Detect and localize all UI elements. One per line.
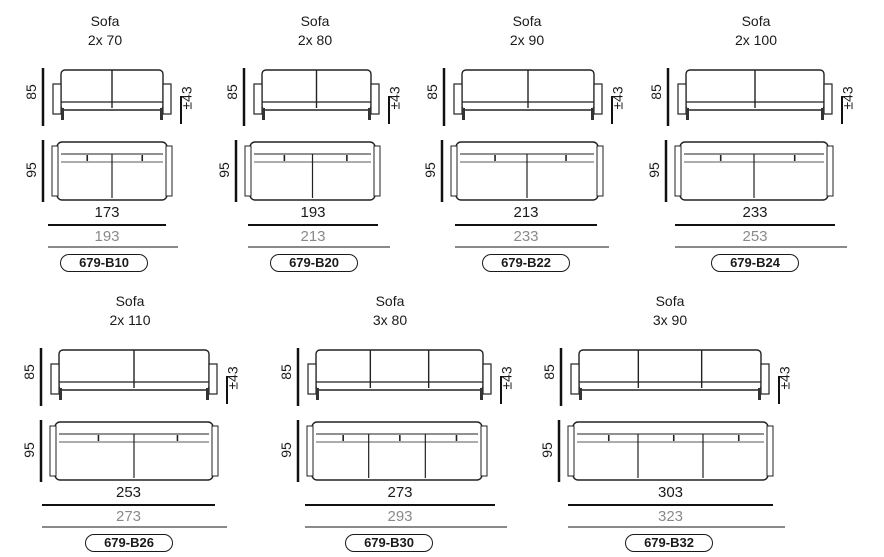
height-dimension: 85 [647, 84, 664, 100]
model-title: Sofa [90, 13, 120, 29]
depth-dimension: 95 [215, 162, 232, 178]
sofa-plan-view [440, 140, 604, 202]
product-code-badge[interactable]: 679-B20 [270, 254, 358, 272]
width-measure-line [675, 224, 835, 226]
width-measure-line [455, 224, 597, 226]
depth-dimension: 95 [645, 162, 662, 178]
model-size: 2x 70 [87, 32, 123, 48]
width-measure-line [42, 504, 215, 506]
outer-width-measure-line [248, 246, 390, 248]
sofa-plan-view [296, 420, 488, 482]
depth-dimension: 95 [20, 442, 37, 458]
width-dimension: 253 [115, 484, 142, 501]
product-code-badge[interactable]: 679-B30 [345, 534, 433, 552]
model-size: 3x 80 [372, 312, 408, 328]
model-title: Sofa [741, 13, 771, 29]
width-dimension: 173 [94, 204, 120, 221]
outer-width-measure-line [568, 526, 785, 528]
product-code-badge[interactable]: 679-B10 [60, 254, 148, 272]
sofa-plan-view [39, 420, 219, 482]
outer-width-dimension: 323 [657, 508, 684, 525]
sofa-plan-view [234, 140, 381, 202]
sofa-front-view [666, 68, 843, 126]
sofa-front-view [296, 348, 502, 406]
depth-dimension: 95 [22, 162, 39, 178]
sofa-front-view [559, 348, 780, 406]
width-dimension: 303 [657, 484, 684, 501]
model-size: 2x 90 [509, 32, 545, 48]
height-dimension: 85 [223, 84, 240, 100]
depth-dimension: 95 [538, 442, 555, 458]
sofa-front-view [41, 68, 182, 126]
outer-width-dimension: 293 [387, 508, 413, 525]
width-dimension: 233 [742, 204, 768, 221]
model-size: 3x 90 [652, 312, 688, 328]
height-dimension: 85 [277, 364, 294, 380]
height-dimension: 85 [20, 364, 37, 380]
sofa-front-view [39, 348, 228, 406]
model-size: 2x 110 [109, 312, 151, 328]
outer-width-measure-line [48, 246, 178, 248]
width-measure-line [305, 504, 495, 506]
width-measure-line [248, 224, 378, 226]
depth-dimension: 95 [277, 442, 294, 458]
product-code-badge[interactable]: 679-B22 [482, 254, 570, 272]
outer-width-measure-line [455, 246, 609, 248]
width-dimension: 273 [387, 484, 413, 501]
product-code-badge[interactable]: 679-B24 [711, 254, 799, 272]
model-title: Sofa [655, 293, 685, 309]
sofa-plan-view [41, 140, 173, 202]
width-dimension: 213 [513, 204, 539, 221]
height-dimension: 85 [22, 84, 39, 100]
model-title: Sofa [115, 293, 145, 309]
model-size: 2x 100 [734, 32, 778, 48]
outer-width-dimension: 253 [742, 228, 768, 245]
width-measure-line [568, 504, 773, 506]
outer-width-measure-line [305, 526, 507, 528]
width-dimension: 193 [300, 204, 326, 221]
model-title: Sofa [375, 293, 405, 309]
sofa-front-view [442, 68, 613, 126]
product-code-badge[interactable]: 679-B32 [625, 534, 713, 552]
height-dimension: 85 [423, 84, 440, 100]
outer-width-dimension: 213 [300, 228, 326, 245]
model-title: Sofa [512, 13, 542, 29]
outer-width-dimension: 193 [94, 228, 120, 245]
sofa-front-view [242, 68, 390, 126]
outer-width-dimension: 273 [115, 508, 142, 525]
sofa-plan-view [557, 420, 774, 482]
model-title: Sofa [300, 13, 330, 29]
model-size: 2x 80 [297, 32, 333, 48]
depth-dimension: 95 [421, 162, 438, 178]
outer-width-measure-line [42, 526, 227, 528]
sofa-plan-view [664, 140, 834, 202]
width-measure-line [48, 224, 166, 226]
height-dimension: 85 [540, 364, 557, 380]
product-code-badge[interactable]: 679-B26 [85, 534, 173, 552]
outer-width-dimension: 233 [513, 228, 539, 245]
outer-width-measure-line [675, 246, 847, 248]
